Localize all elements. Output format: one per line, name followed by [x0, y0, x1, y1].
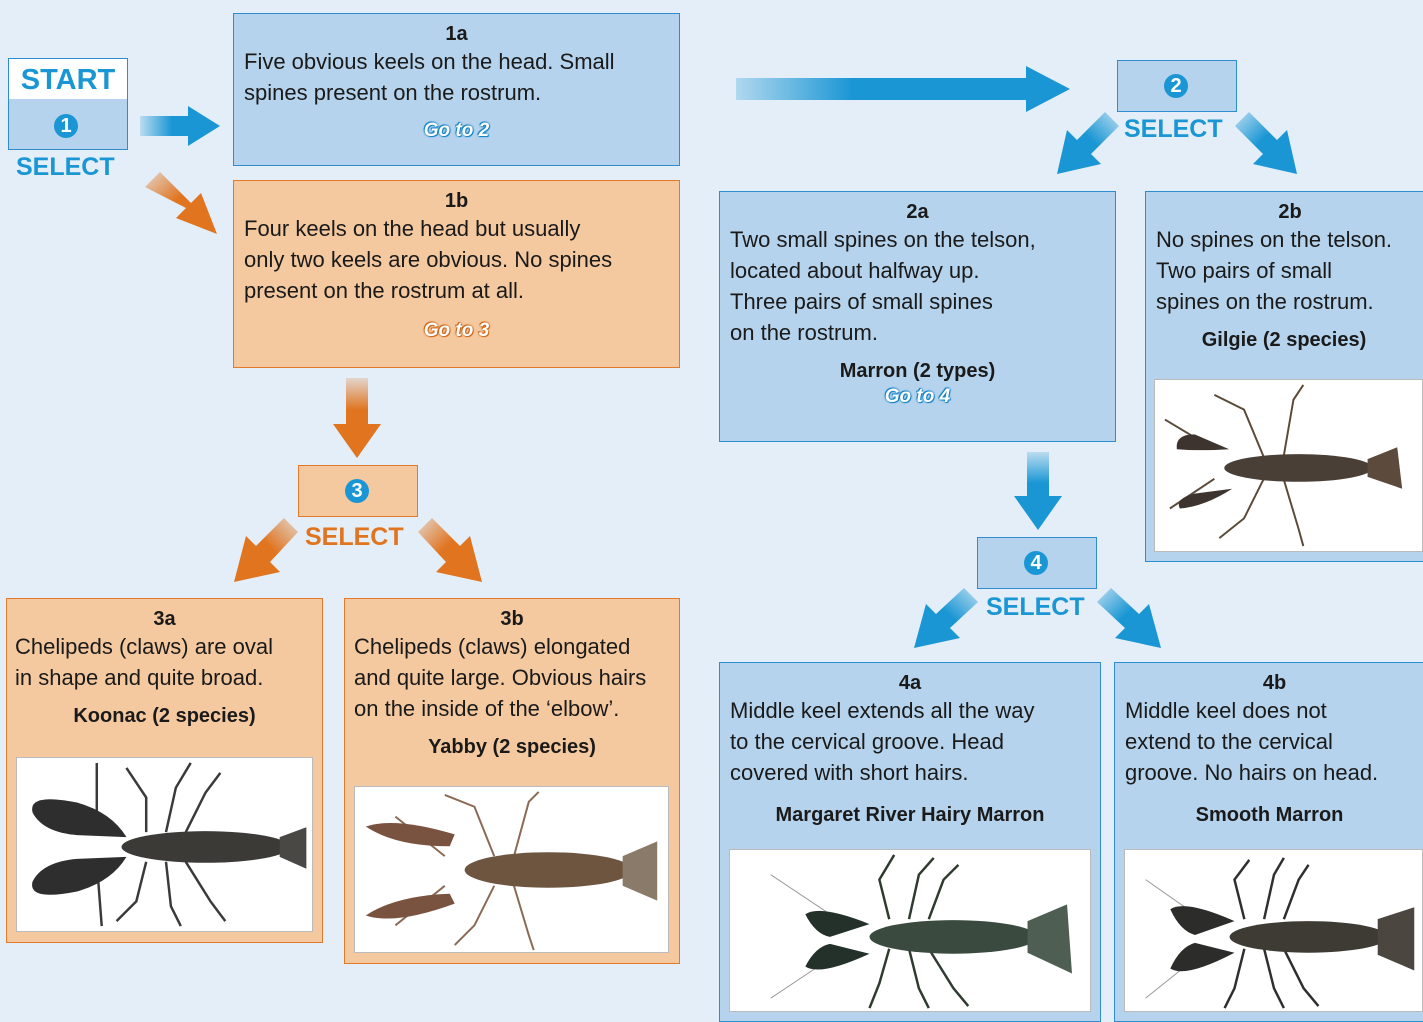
arrow-2-to-2b	[1235, 112, 1299, 176]
start-label: START	[9, 59, 127, 99]
crayfish-illustration	[17, 758, 312, 931]
arrow-4-to-4a	[912, 588, 978, 650]
box-1a-title: 1a	[234, 22, 679, 46]
box-2b-line-1: No spines on the telson.	[1156, 224, 1423, 255]
box-4b-title: 4b	[1115, 671, 1423, 695]
crayfish-illustration	[355, 787, 668, 952]
box-1b-line-2: only two keels are obvious. No spines	[244, 244, 669, 275]
box-2a-line-2: located about halfway up.	[730, 255, 1105, 286]
box-1a[interactable]: 1a Five obvious keels on the head. Small…	[233, 13, 680, 166]
box-2b-line-3: spines on the rostrum.	[1156, 286, 1423, 317]
step-1-select-label: SELECT	[16, 153, 115, 182]
box-2a-line-4: on the rostrum.	[730, 317, 1105, 348]
arrow-3-to-3a	[232, 518, 298, 584]
arrow-1-to-1b	[145, 172, 221, 238]
box-3b-line-1: Chelipeds (claws) elongated	[354, 631, 669, 662]
box-4a-title: 4a	[720, 671, 1100, 695]
box-1b[interactable]: 1b Four keels on the head but usually on…	[233, 180, 680, 368]
box-4b-line-3: groove. No hairs on head.	[1125, 757, 1423, 788]
step-3-number: 3	[345, 479, 369, 503]
crayfish-illustration	[1155, 380, 1422, 551]
box-2a-title: 2a	[720, 200, 1115, 224]
box-3a-name: Koonac (2 species)	[7, 703, 322, 729]
arrow-1b-to-3	[333, 378, 381, 460]
smooth-marron-photo	[1124, 849, 1423, 1012]
box-4b-line-1: Middle keel does not	[1125, 695, 1423, 726]
koonac-photo	[16, 757, 313, 932]
arrow-4-to-4b	[1097, 588, 1163, 650]
box-3b-line-2: and quite large. Obvious hairs	[354, 662, 669, 693]
box-1b-line-1: Four keels on the head but usually	[244, 213, 669, 244]
box-3a-line-1: Chelipeds (claws) are oval	[15, 631, 312, 662]
box-1b-goto[interactable]: Go to 3	[234, 320, 679, 342]
box-2b-title: 2b	[1146, 200, 1423, 224]
box-2b-line-2: Two pairs of small	[1156, 255, 1423, 286]
box-2a-line-3: Three pairs of small spines	[730, 286, 1105, 317]
box-3b-line-3: on the inside of the ‘elbow’.	[354, 693, 669, 724]
arrow-2a-to-4	[1014, 452, 1062, 532]
hairy-marron-photo	[729, 849, 1091, 1012]
crayfish-illustration	[730, 850, 1090, 1011]
box-2b-name: Gilgie (2 species)	[1146, 327, 1423, 353]
box-4a-line-3: covered with short hairs.	[730, 757, 1090, 788]
box-2a-goto[interactable]: Go to 4	[720, 386, 1115, 408]
box-4a-name: Margaret River Hairy Marron	[720, 802, 1100, 828]
crayfish-illustration	[1125, 850, 1422, 1011]
gilgie-photo	[1154, 379, 1423, 552]
box-4b-name: Smooth Marron	[1115, 802, 1423, 828]
box-2a[interactable]: 2a Two small spines on the telson, locat…	[719, 191, 1116, 442]
box-4a-line-1: Middle keel extends all the way	[730, 695, 1090, 726]
box-1a-line-2: spines present on the rostrum.	[244, 77, 669, 108]
box-1b-title: 1b	[234, 189, 679, 213]
step-4-select-label: SELECT	[986, 593, 1085, 622]
arrow-1-to-1a	[140, 104, 222, 148]
box-3b-name: Yabby (2 species)	[345, 734, 679, 760]
step-2-select-label: SELECT	[1124, 115, 1223, 144]
box-3b-title: 3b	[345, 607, 679, 631]
step-4-number: 4	[1024, 551, 1048, 575]
box-4b-line-2: extend to the cervical	[1125, 726, 1423, 757]
arrow-3-to-3b	[418, 518, 484, 584]
box-3a-line-2: in shape and quite broad.	[15, 662, 312, 693]
box-4a-line-2: to the cervical groove. Head	[730, 726, 1090, 757]
box-2a-name: Marron (2 types)	[720, 358, 1115, 384]
box-3a-title: 3a	[7, 607, 322, 631]
step-1-number: 1	[54, 114, 78, 138]
step-3-select-label: SELECT	[305, 523, 404, 552]
arrow-2-to-2a	[1055, 112, 1119, 176]
box-2a-line-1: Two small spines on the telson,	[730, 224, 1105, 255]
step-2-number: 2	[1164, 74, 1188, 98]
box-1a-goto[interactable]: Go to 2	[234, 120, 679, 142]
box-1b-line-3: present on the rostrum at all.	[244, 275, 669, 306]
arrow-1a-to-2	[736, 66, 1072, 112]
box-1a-line-1: Five obvious keels on the head. Small	[244, 46, 669, 77]
yabby-photo	[354, 786, 669, 953]
